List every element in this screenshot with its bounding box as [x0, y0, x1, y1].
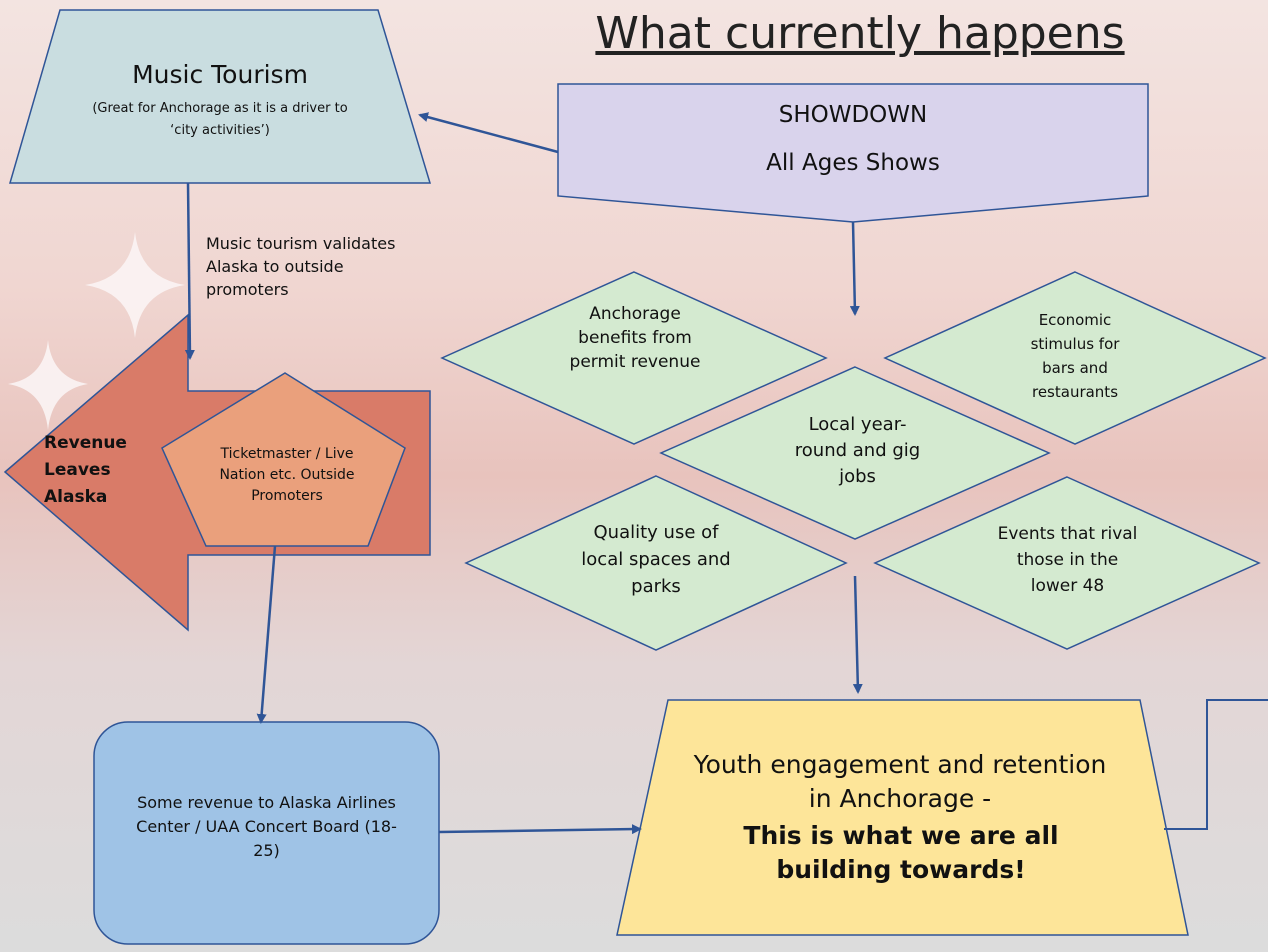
connector-youth-to-offpage	[1164, 699, 1268, 830]
diamond-permit-label: Anchorage benefits from permit revenue	[569, 304, 701, 372]
diamond-events	[873, 476, 1261, 650]
revenue-leaves-label: Revenue Leaves Alaska	[44, 433, 127, 507]
connector-diamonds-to-youth	[852, 575, 863, 694]
diamond-jobs-label: Local year-round and gig jobs	[794, 414, 921, 487]
ticketmaster-shape	[161, 372, 406, 547]
validates-note: Music tourism validates Alaska to outsid…	[206, 234, 396, 299]
diamond-events-label: Events that rival those in the lower 48	[997, 524, 1138, 596]
music-tourism-subtitle: (Great for Anchorage as it is a driver t…	[92, 101, 348, 138]
diamond-spaces-label: Quality use of local spaces and parks	[581, 522, 731, 597]
music-tourism-shape	[9, 9, 432, 184]
showdown-shape	[557, 83, 1149, 223]
ticketmaster-label: Ticketmaster / Live Nation etc. Outside …	[219, 446, 355, 504]
some-revenue-label: Some revenue to Alaska Airlines Center /…	[136, 793, 397, 860]
youth-emphasis: This is what we are all building towards…	[743, 821, 1059, 884]
youth-shape	[616, 699, 1189, 936]
sparkle-icon	[8, 340, 88, 430]
page-title: What currently happens	[595, 8, 1125, 59]
music-tourism-title: Music Tourism	[132, 60, 308, 89]
diamond-stimulus	[883, 271, 1267, 445]
connector-showdown-to-tourism	[418, 112, 559, 154]
connector-revenue-to-youth	[438, 824, 642, 835]
connector-tourism-to-arrow	[184, 182, 195, 360]
diamond-jobs	[659, 366, 1051, 540]
showdown-title: SHOWDOWN	[778, 102, 928, 128]
diamond-spaces	[464, 475, 848, 651]
diamond-stimulus-label: Economic stimulus for bars and restauran…	[1030, 311, 1120, 401]
diamond-permit	[440, 271, 828, 445]
connector-showdown-to-diamonds	[849, 221, 860, 316]
sparkle-icon	[85, 232, 185, 338]
showdown-subtitle: All Ages Shows	[766, 150, 940, 176]
youth-label: Youth engagement and retention in Anchor…	[693, 750, 1107, 813]
connector-ticketmaster-to-revenue	[256, 545, 277, 724]
